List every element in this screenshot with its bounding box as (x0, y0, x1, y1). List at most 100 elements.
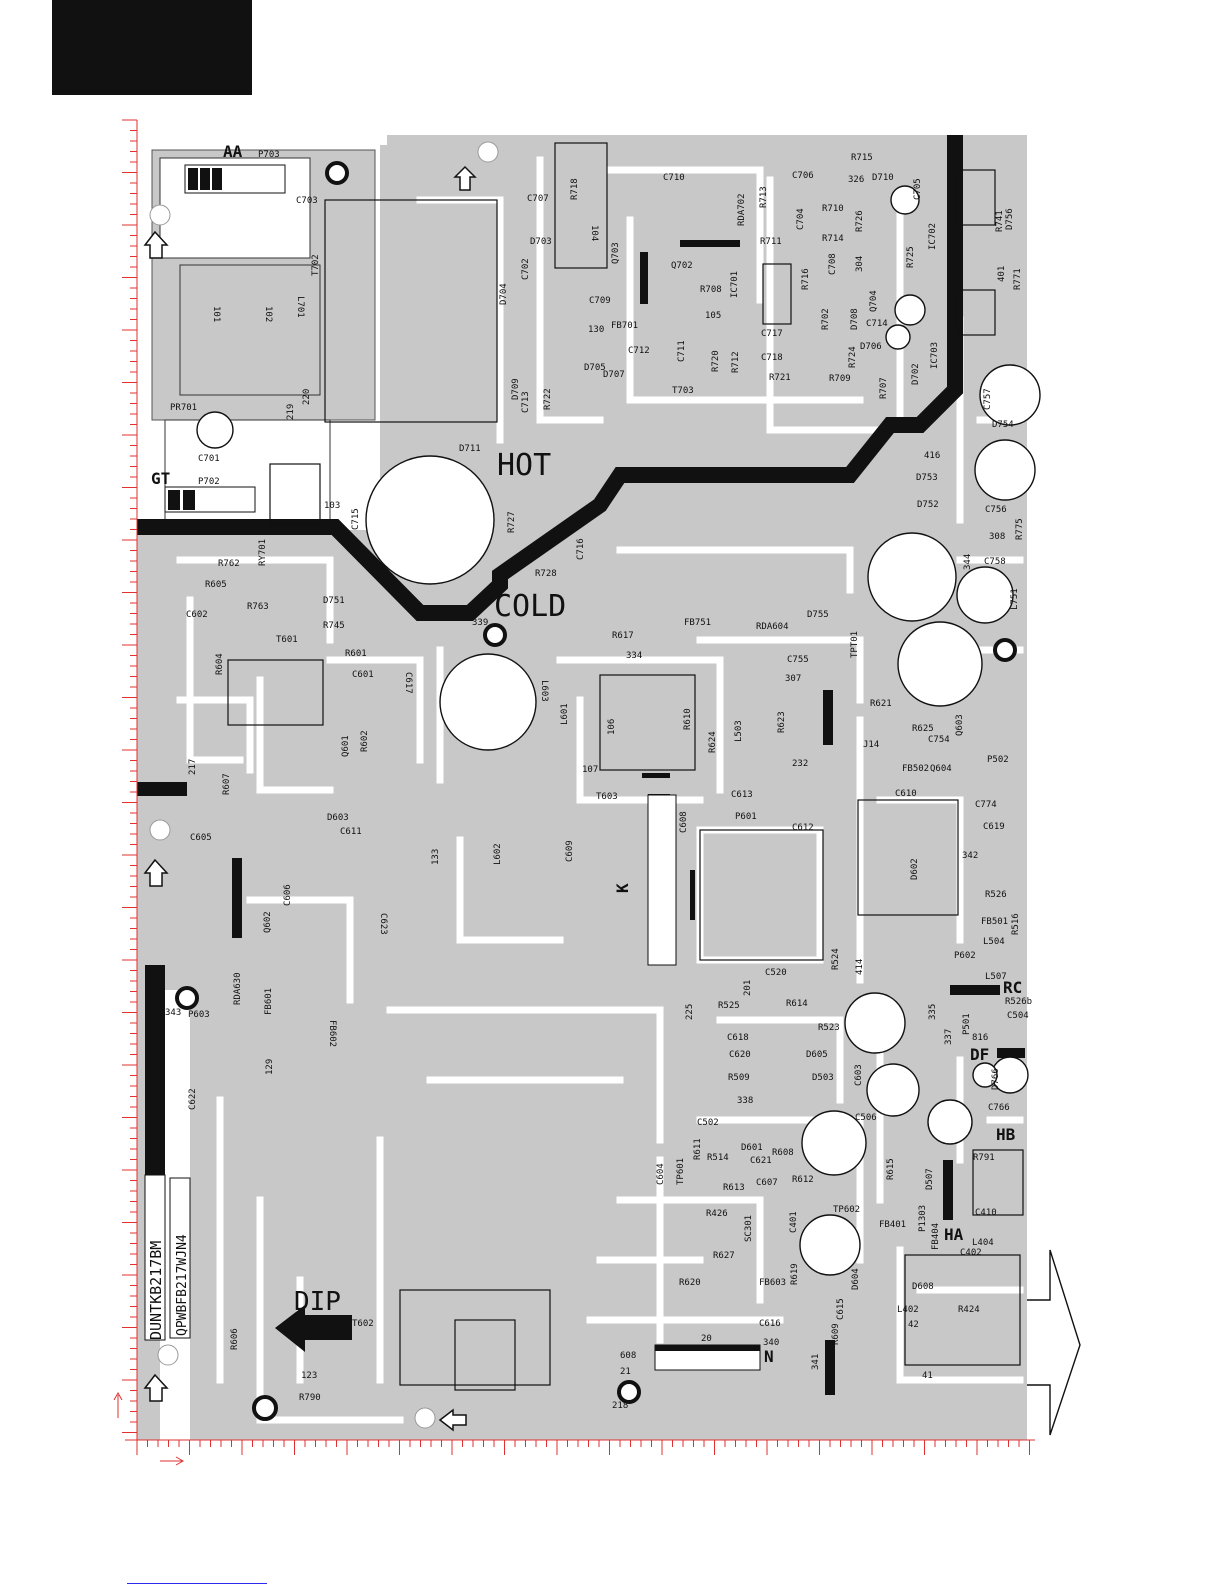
component-label: 307 (785, 674, 801, 684)
board-code-sub: QPWBFB217WJN4 (175, 1234, 190, 1336)
component-label: FB501 (981, 917, 1008, 927)
component-label: D755 (807, 610, 829, 620)
component-label: C502 (697, 1118, 719, 1128)
board-code: DUNTKB217BM QPWBFB217WJN4 (144, 1174, 191, 1341)
component-label: 41 (922, 1371, 933, 1381)
component-label: C611 (340, 827, 362, 837)
capacitor-circles (196, 185, 1041, 1276)
component-label: L603 (539, 680, 549, 702)
mounting-hole-icon (175, 161, 1017, 1421)
component-label: R623 (777, 711, 787, 733)
component-label: P502 (987, 755, 1009, 765)
component-label: R516 (1011, 913, 1021, 935)
mounting-pad-holes (149, 141, 499, 1429)
component-label: R526b (1005, 997, 1032, 1007)
component-label: C402 (960, 1248, 982, 1258)
component-label: R625 (912, 724, 934, 734)
component-label: R716 (801, 268, 811, 290)
component-label: 608 (620, 1351, 636, 1361)
corner-block (52, 0, 252, 95)
component-label: R722 (543, 388, 553, 410)
component-label: D707 (603, 370, 625, 380)
connector-gt-label: GT (151, 469, 170, 488)
component-label: Q603 (955, 714, 965, 736)
component-label: P703 (258, 150, 280, 160)
component-label: R617 (612, 631, 634, 641)
component-label: 341 (811, 1354, 821, 1370)
component-label: FB601 (264, 988, 274, 1015)
connector-aa-label: AA (223, 142, 243, 161)
component-label: C604 (656, 1163, 666, 1185)
component-label: C615 (836, 1298, 846, 1320)
component-label: C410 (975, 1208, 997, 1218)
component-label: 133 (431, 849, 441, 865)
connector-aa (184, 164, 286, 194)
component-label: R605 (205, 580, 227, 590)
component-label: D711 (459, 444, 481, 454)
component-label: 225 (685, 1004, 695, 1020)
component-label: C717 (761, 329, 783, 339)
component-label: RDA702 (737, 193, 747, 226)
component-label: C612 (792, 823, 814, 833)
component-label: 335 (928, 1004, 938, 1020)
component-label: D503 (812, 1073, 834, 1083)
connector-p602 (654, 1344, 761, 1371)
connector-rc-label: RC (1003, 978, 1022, 997)
component-label: R606 (230, 1328, 240, 1350)
component-label: C708 (828, 253, 838, 275)
connector-p601 (647, 794, 677, 966)
component-label: C774 (975, 800, 997, 810)
component-label: R509 (728, 1073, 750, 1083)
ruler-axis (113, 119, 1035, 1466)
component-label: P602 (954, 951, 976, 961)
component-label: D702 (911, 363, 921, 385)
component-label: 123 (301, 1371, 317, 1381)
component-label: C520 (765, 968, 787, 978)
component-label: 401 (997, 266, 1007, 282)
component-label: 201 (743, 980, 753, 996)
component-label: C715 (351, 508, 361, 530)
component-label: C701 (198, 454, 220, 464)
component-label: FB701 (611, 321, 638, 331)
component-label: C718 (761, 353, 783, 363)
component-label: D754 (992, 420, 1014, 430)
component-label: P702 (198, 477, 220, 487)
component-label: RDA604 (756, 622, 789, 632)
component-label: 103 (324, 501, 340, 511)
component-label: R711 (760, 237, 782, 247)
component-label: C706 (792, 171, 814, 181)
component-label: 217 (188, 759, 198, 775)
component-label: SC301 (744, 1215, 754, 1242)
component-label: P501 (962, 1013, 972, 1035)
connector-gt (164, 486, 256, 513)
component-label: C710 (663, 173, 685, 183)
component-label: C754 (928, 735, 950, 745)
component-label: RY701 (258, 539, 268, 566)
component-label: 308 (989, 532, 1005, 542)
component-label: R775 (1015, 518, 1025, 540)
connector-n-label: N (764, 1347, 774, 1366)
component-label: R728 (535, 569, 557, 579)
component-label: D706 (860, 342, 882, 352)
component-label: D752 (917, 500, 939, 510)
component-label: C703 (296, 196, 318, 206)
component-label: L503 (734, 720, 744, 742)
connector-k-label: K (613, 883, 632, 893)
component-label: R601 (345, 649, 367, 659)
component-label: 11 (0, 0, 11, 3)
connector-hb-label: HB (996, 1125, 1016, 1144)
component-label: R424 (958, 1305, 980, 1315)
component-label: 104 (589, 225, 599, 241)
component-label: FB404 (931, 1223, 941, 1250)
component-label: 344 (963, 554, 973, 570)
component-label: IC702 (928, 223, 938, 250)
component-label: TPT01 (850, 631, 860, 658)
footer-link-underline (127, 1583, 267, 1584)
component-label: 102 (263, 306, 273, 322)
component-label: L504 (983, 937, 1005, 947)
component-label: 337 (944, 1029, 954, 1045)
component-label: P601 (735, 812, 757, 822)
component-label: C616 (759, 1319, 781, 1329)
component-label: D608 (912, 1282, 934, 1292)
component-label: R762 (218, 559, 240, 569)
